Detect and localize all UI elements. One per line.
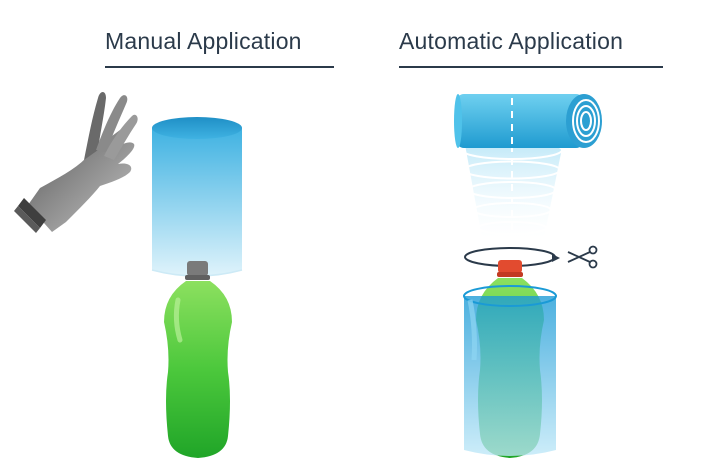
automatic-bottle-cap (498, 260, 522, 273)
manual-sleeve (151, 117, 243, 277)
film-web (461, 128, 566, 240)
manual-bottle (164, 261, 232, 458)
manual-application-title: Manual Application (105, 28, 302, 54)
hand-icon (14, 92, 138, 233)
automatic-title-underline (399, 66, 663, 68)
automatic-application-title: Automatic Application (399, 28, 624, 54)
applied-sleeve (463, 285, 557, 456)
manual-title-underline (105, 66, 334, 68)
scissors-icon (567, 245, 598, 269)
manual-bottle-cap (187, 261, 208, 276)
film-roll-icon (454, 94, 602, 148)
